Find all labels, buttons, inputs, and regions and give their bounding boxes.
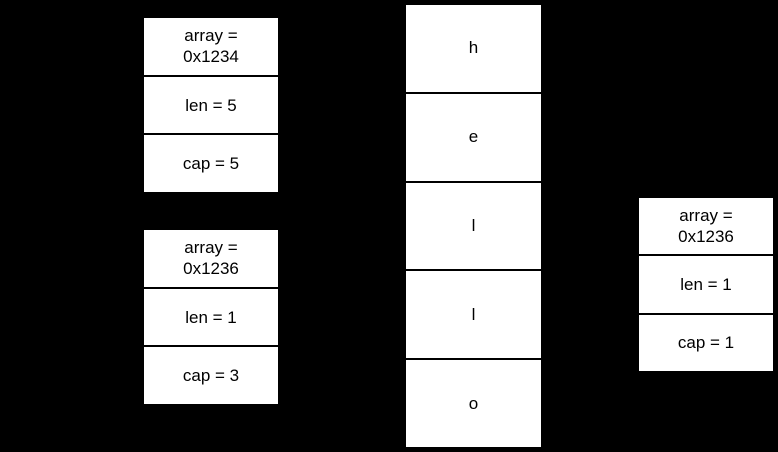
field-len: len = 5 [144,74,278,134]
field-len: len = 1 [639,254,773,312]
array-field-label: array = [679,206,733,226]
slice-struct-1: array = 0x1234 len = 5 cap = 5 [142,16,280,194]
array-field-address: 0x1236 [183,259,239,279]
slice-struct-3: array = 0x1236 len = 1 cap = 1 [637,196,775,373]
array-field-address: 0x1234 [183,47,239,67]
slice-struct-2: array = 0x1236 len = 1 cap = 3 [142,228,280,406]
array-cell: e [406,91,541,181]
field-array-pointer: array = 0x1234 [144,18,278,75]
backing-array-column: h e l l o [404,3,543,449]
array-field-address: 0x1236 [678,227,734,247]
array-field-label: array = [184,26,238,46]
field-len: len = 1 [144,286,278,346]
array-field-label: array = [184,238,238,258]
array-cell: h [468,38,479,58]
field-cap: cap = 3 [144,345,278,404]
array-cell: l [406,269,541,358]
array-cell: o [406,358,541,447]
field-array-pointer: array = 0x1236 [144,230,278,287]
field-cap: cap = 5 [144,133,278,192]
array-cell: l [406,180,541,270]
field-array-pointer: array = 0x1236 [639,198,773,254]
field-cap: cap = 1 [639,312,773,371]
